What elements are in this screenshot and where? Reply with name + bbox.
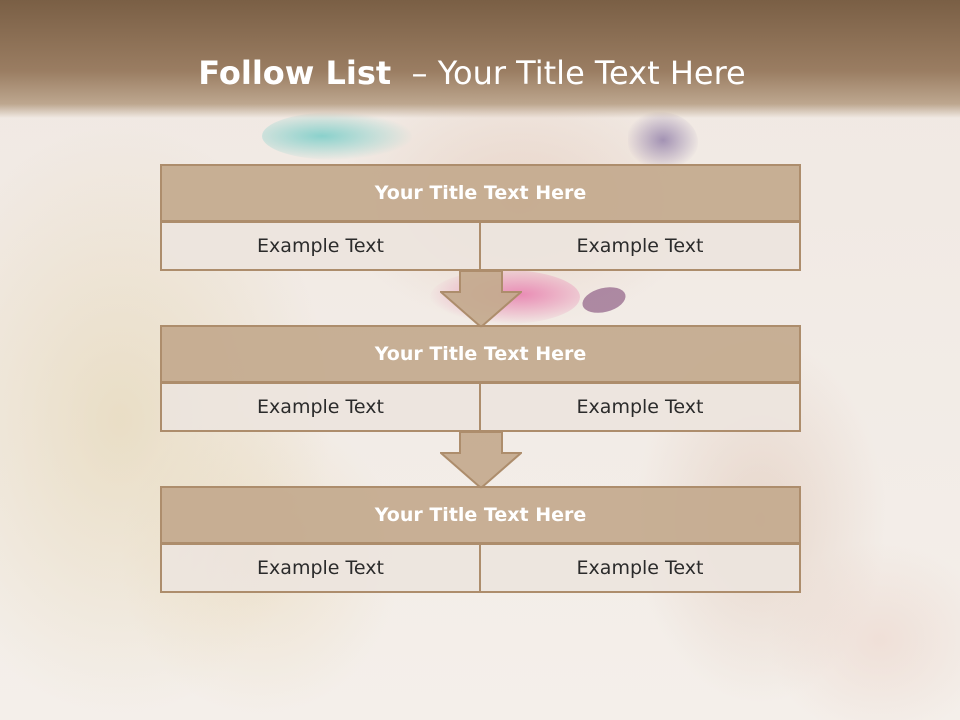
step-block-1: Your Title Text Here Example Text Exampl… <box>160 164 801 271</box>
step-right-cell: Example Text <box>479 543 801 593</box>
step-title: Your Title Text Here <box>160 486 801 544</box>
title-bold: Follow List <box>198 54 392 92</box>
photo-fingernail <box>579 283 629 317</box>
step-right-cell: Example Text <box>479 221 801 271</box>
step-block-2: Your Title Text Here Example Text Exampl… <box>160 325 801 432</box>
step-block-3: Your Title Text Here Example Text Exampl… <box>160 486 801 593</box>
down-arrow-icon <box>440 431 522 489</box>
down-arrow-icon <box>440 270 522 328</box>
step-right-cell: Example Text <box>479 382 801 432</box>
step-left-cell: Example Text <box>160 543 481 593</box>
header-band: Follow List – Your Title Text Here <box>0 0 960 118</box>
step-left-cell: Example Text <box>160 382 481 432</box>
step-left-cell: Example Text <box>160 221 481 271</box>
photo-eyeshadow <box>262 112 412 160</box>
page-title: Follow List – Your Title Text Here <box>0 54 944 92</box>
title-subtitle: – Your Title Text Here <box>391 54 746 92</box>
step-title: Your Title Text Here <box>160 325 801 383</box>
photo-hair-accessory <box>628 112 698 168</box>
step-title: Your Title Text Here <box>160 164 801 222</box>
